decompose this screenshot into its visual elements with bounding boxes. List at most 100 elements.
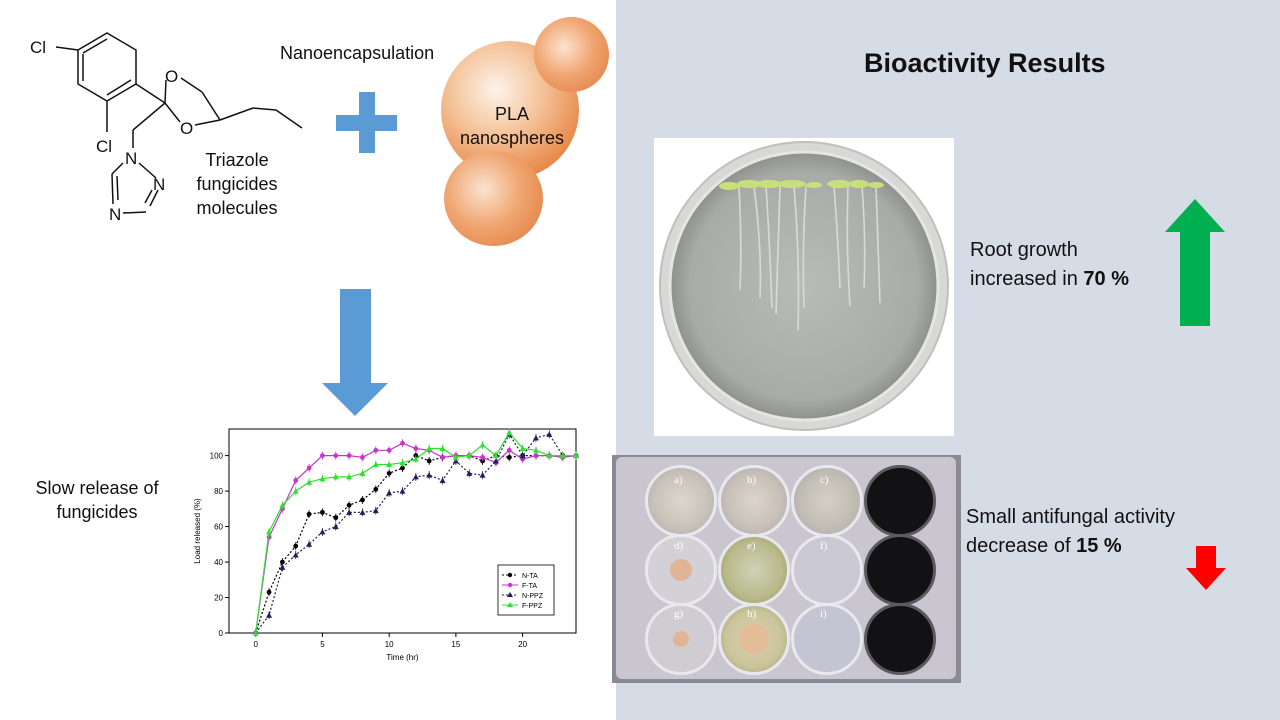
data-point-f-ta bbox=[333, 453, 339, 459]
data-point-f-ta bbox=[293, 478, 299, 483]
data-point-f-ppz bbox=[506, 429, 513, 436]
bioactivity-title: Bioactivity Results bbox=[864, 48, 1106, 78]
data-point-f-ppz bbox=[346, 473, 353, 480]
up-arrow-icon bbox=[1165, 199, 1225, 326]
data-point-f-ppz bbox=[439, 445, 446, 452]
well-c bbox=[791, 465, 863, 537]
data-point-f-ppz bbox=[266, 528, 273, 535]
data-point-f-ppz bbox=[332, 473, 339, 480]
y-tick-label: 0 bbox=[219, 629, 224, 638]
plus-icon bbox=[336, 92, 397, 153]
well-label-b: b) bbox=[747, 474, 757, 486]
data-point-n-ppz bbox=[266, 612, 273, 618]
data-point-n-ppz bbox=[519, 452, 526, 459]
data-point-n-ppz bbox=[279, 564, 286, 570]
slow-release-label: Slow release of fungicides bbox=[35, 478, 159, 522]
x-tick-label: 0 bbox=[253, 640, 258, 649]
well-label-g: g) bbox=[674, 608, 684, 620]
data-point-f-ppz bbox=[252, 630, 259, 636]
data-point-n-ta bbox=[293, 543, 299, 549]
data-point-f-ppz bbox=[279, 502, 286, 508]
legend-label: N-PPZ bbox=[522, 593, 544, 600]
data-point-n-ppz bbox=[332, 523, 339, 530]
data-point-f-ppz bbox=[479, 441, 486, 448]
data-point-n-ppz bbox=[532, 434, 539, 441]
triazole-fungicides-label: Triazole fungicides molecules bbox=[196, 150, 278, 218]
data-point-n-ppz bbox=[359, 509, 366, 515]
data-point-f-ppz bbox=[359, 470, 366, 476]
atom-cl-2: Cl bbox=[96, 137, 112, 156]
y-axis-label: Load released (%) bbox=[193, 498, 202, 564]
data-point-f-ppz bbox=[372, 461, 379, 467]
y-tick-label: 100 bbox=[210, 452, 224, 461]
pla-nanospheres-label: PLA nanospheres bbox=[459, 104, 565, 148]
well-f bbox=[791, 534, 863, 606]
data-point-n-ta bbox=[400, 465, 405, 471]
data-point-f-ppz bbox=[492, 452, 499, 459]
data-point-n-ppz bbox=[479, 472, 486, 478]
data-point-f-ta bbox=[386, 447, 392, 453]
atom-n-3: N bbox=[109, 205, 121, 224]
legend-marker bbox=[507, 592, 513, 597]
data-point-f-ppz bbox=[292, 488, 299, 494]
data-point-f-ta bbox=[480, 454, 485, 460]
x-tick-label: 10 bbox=[385, 640, 394, 649]
data-point-n-ppz bbox=[372, 507, 379, 514]
data-point-f-ppz bbox=[532, 447, 539, 453]
atom-o-2: O bbox=[180, 119, 193, 138]
data-point-f-ppz bbox=[559, 452, 566, 459]
data-point-n-ppz bbox=[399, 488, 406, 494]
data-point-f-ppz bbox=[452, 454, 459, 460]
data-point-f-ppz bbox=[399, 459, 406, 466]
well-i bbox=[791, 603, 863, 675]
data-point-f-ta bbox=[400, 440, 405, 446]
data-point-n-ta bbox=[426, 458, 432, 464]
root-growth-text: Root growth increased in 70 % bbox=[970, 239, 1129, 290]
data-point-n-ta bbox=[360, 497, 365, 503]
data-point-n-ta bbox=[333, 515, 339, 521]
data-point-f-ta bbox=[373, 447, 379, 453]
data-point-f-ppz bbox=[319, 475, 326, 482]
x-axis-label: Time (hr) bbox=[386, 653, 418, 662]
data-point-f-ppz bbox=[546, 452, 553, 459]
nanoencapsulation-label: Nanoencapsulation bbox=[280, 43, 435, 63]
data-point-n-ppz bbox=[292, 551, 299, 558]
legend-label: F-PPZ bbox=[522, 603, 543, 610]
well-empty-1 bbox=[864, 465, 936, 537]
well-g bbox=[645, 603, 717, 675]
data-point-n-ta bbox=[386, 470, 392, 476]
data-point-f-ppz bbox=[573, 452, 579, 459]
x-tick-label: 20 bbox=[518, 640, 527, 649]
y-tick-label: 80 bbox=[214, 487, 223, 496]
antifungal-well-plate-photo: a) b) c) d) e) f) g) h) i) bbox=[612, 455, 961, 683]
data-point-n-ppz bbox=[546, 431, 553, 437]
data-point-f-ta bbox=[533, 453, 539, 459]
well-empty-3 bbox=[864, 603, 936, 675]
x-tick-label: 15 bbox=[451, 640, 460, 649]
pla-nanosphere-medium bbox=[444, 151, 543, 246]
pla-nanosphere-small bbox=[534, 17, 609, 92]
well-a bbox=[645, 465, 717, 537]
data-point-f-ta bbox=[413, 446, 419, 451]
data-point-f-ppz bbox=[306, 479, 313, 485]
data-point-f-ta bbox=[346, 453, 352, 459]
data-point-f-ppz bbox=[426, 445, 433, 452]
legend-label: N-TA bbox=[522, 573, 538, 580]
data-point-n-ta bbox=[320, 509, 325, 515]
x-tick-label: 5 bbox=[320, 640, 325, 649]
legend-marker bbox=[507, 572, 513, 578]
data-point-n-ppz bbox=[466, 470, 473, 476]
well-label-e: e) bbox=[747, 540, 756, 552]
data-point-f-ta bbox=[320, 453, 325, 459]
data-point-f-ppz bbox=[466, 452, 473, 459]
data-point-n-ppz bbox=[306, 541, 313, 547]
data-point-n-ta bbox=[506, 454, 512, 460]
data-point-n-ppz bbox=[439, 477, 446, 483]
triazole-molecule-structure: Cl Cl O O N N N bbox=[30, 32, 303, 224]
legend-label: F-TA bbox=[522, 583, 537, 590]
data-point-f-ppz bbox=[386, 461, 393, 467]
well-h bbox=[718, 603, 790, 675]
data-point-f-ppz bbox=[412, 456, 419, 462]
data-point-n-ppz bbox=[346, 509, 353, 515]
